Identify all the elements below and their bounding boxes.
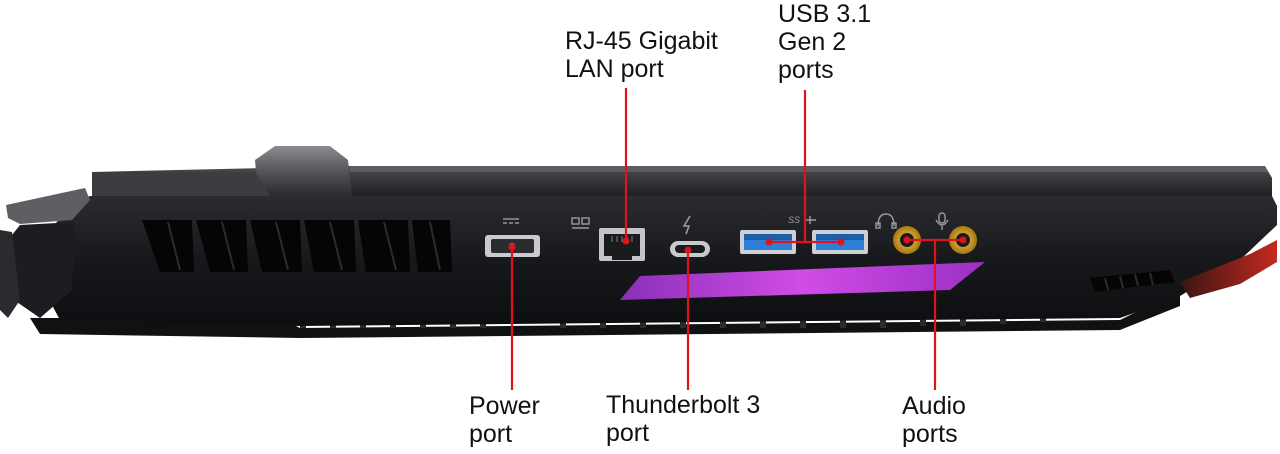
callout-dot-usb-1 <box>765 238 773 246</box>
callout-label-thunderbolt: Thunderbolt 3 port <box>606 391 760 447</box>
network-icon <box>571 217 590 229</box>
callout-label-usb-line2: Gen 2 <box>778 28 847 56</box>
callout-dot-thunderbolt <box>684 246 692 254</box>
callout-label-power-line2: port <box>469 420 513 448</box>
rear-red-light <box>1180 240 1277 298</box>
rgb-light-strip <box>620 262 985 300</box>
callout-dot-headphone <box>903 236 911 244</box>
callout-label-thunderbolt-line2: port <box>606 419 650 447</box>
microphone-icon <box>935 212 949 230</box>
callout-label-rj45: RJ-45 Gigabit LAN port <box>565 27 718 83</box>
callout-dots <box>508 236 967 254</box>
callout-dot-power <box>508 243 516 251</box>
callout-label-rj45-line2: LAN port <box>565 55 664 83</box>
callout-dot-rj45 <box>622 237 630 245</box>
callout-label-audio: Audio ports <box>902 392 966 448</box>
right-side-vent <box>1090 270 1175 292</box>
callout-label-power: Power port <box>469 392 540 448</box>
callout-label-usb: USB 3.1 Gen 2 ports <box>778 0 871 84</box>
callout-label-audio-line1: Audio <box>902 392 966 420</box>
thunderbolt-icon <box>682 215 691 235</box>
callout-label-rj45-line1: RJ-45 Gigabit <box>565 27 718 55</box>
side-vents <box>142 220 452 272</box>
rear-exhaust <box>0 188 90 318</box>
callout-dot-usb-2 <box>837 238 845 246</box>
callout-dot-microphone <box>959 236 967 244</box>
port-silkscreen-icons: SS <box>503 212 949 235</box>
lan-port <box>599 228 645 261</box>
svg-text:SS: SS <box>788 215 800 225</box>
callout-lines <box>510 88 963 390</box>
callout-label-usb-line3: ports <box>778 56 834 84</box>
laptop-lid <box>92 166 1272 196</box>
callout-label-power-line1: Power <box>469 392 540 420</box>
callout-label-audio-line2: ports <box>902 420 958 448</box>
callout-label-thunderbolt-line1: Thunderbolt 3 <box>606 391 761 419</box>
headphone-icon <box>875 213 897 229</box>
hinge-block <box>92 146 352 196</box>
dc-power-icon <box>503 218 519 224</box>
callout-label-usb-line1: USB 3.1 <box>778 0 872 28</box>
